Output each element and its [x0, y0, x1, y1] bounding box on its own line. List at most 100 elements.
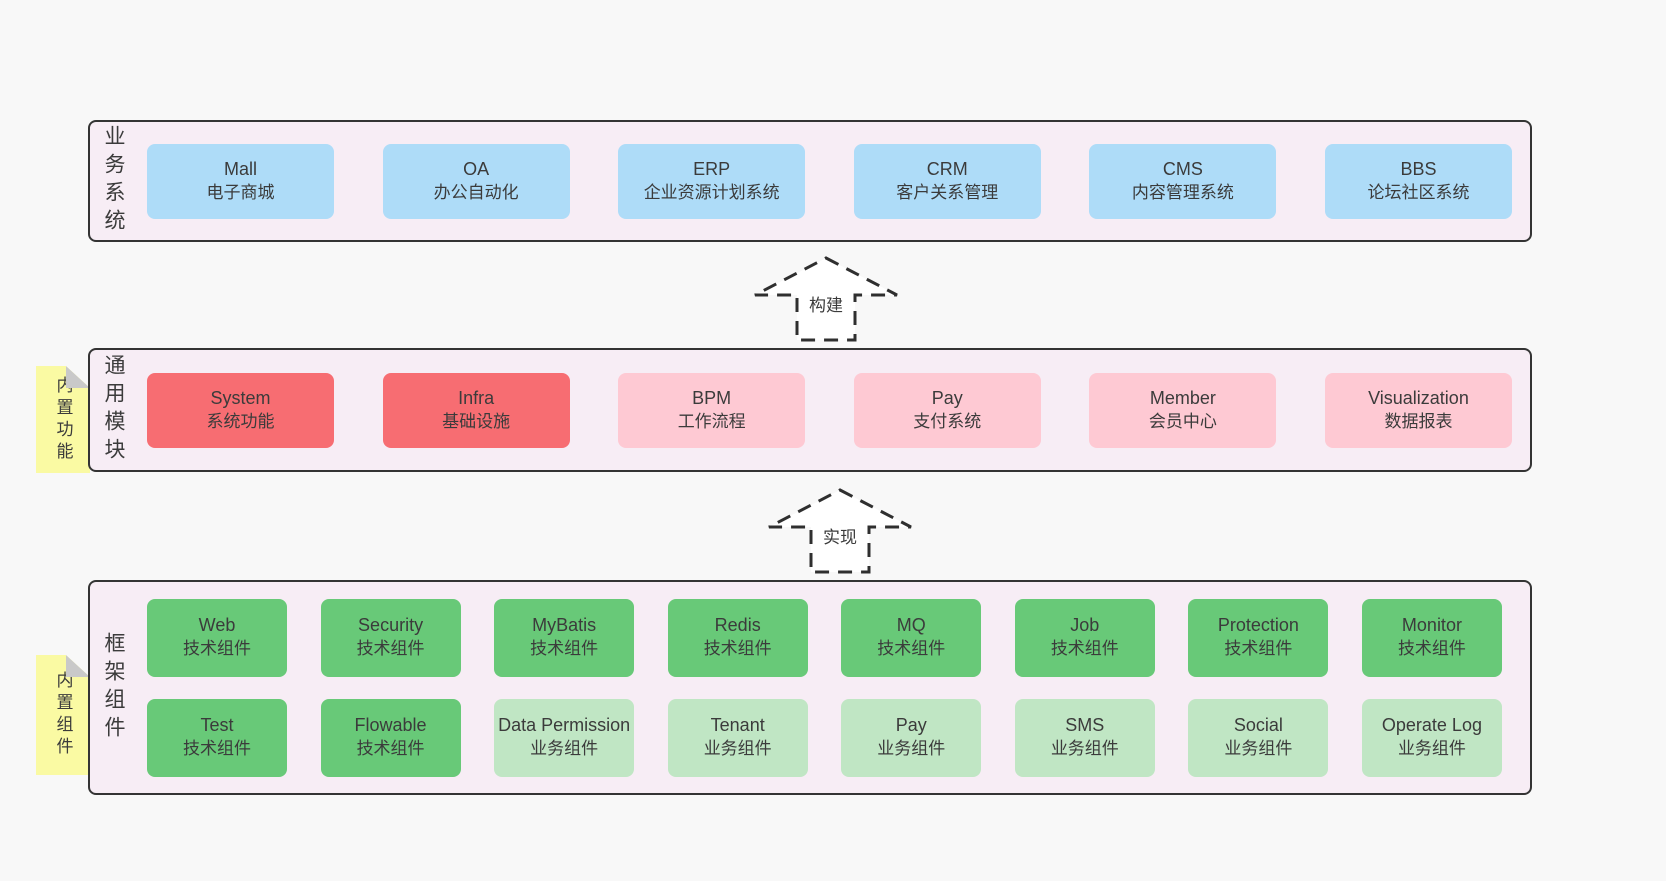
note-fold-corner	[66, 366, 90, 388]
box-subtitle: 会员中心	[1148, 411, 1217, 431]
box-subtitle: 基础设施	[442, 411, 511, 431]
box-subtitle: 技术组件	[1050, 639, 1119, 659]
box-infra: Infra 基础设施	[382, 372, 570, 448]
box-subtitle: 业务组件	[530, 739, 599, 759]
box-subtitle: 支付系统	[913, 411, 982, 431]
arrow-implement: 实现	[765, 487, 915, 575]
layer-common-modules: 通用模块 System 系统功能 Infra 基础设施 BPM 工作流程 Pay…	[88, 348, 1532, 472]
arrow-label: 构建	[807, 291, 845, 316]
box-mq: MQ 技术组件	[841, 598, 982, 677]
box-mybatis: MyBatis 技术组件	[494, 598, 635, 677]
box-protection: Protection 技术组件	[1188, 598, 1329, 677]
box-title: Operate Log	[1381, 715, 1482, 736]
box-redis: Redis 技术组件	[667, 598, 808, 677]
box-pay-business: Pay 业务组件	[841, 698, 982, 777]
layer-framework-components: 框架组件 Web 技术组件 Security 技术组件 MyBatis 技术组件…	[88, 580, 1532, 795]
box-visualization: Visualization 数据报表	[1324, 372, 1512, 448]
box-title: Job	[1070, 615, 1100, 636]
box-monitor: Monitor 技术组件	[1361, 598, 1502, 677]
box-security: Security 技术组件	[320, 598, 461, 677]
sticky-note-builtin-features: 内置功能	[36, 366, 90, 473]
box-subtitle: 技术组件	[1397, 639, 1466, 659]
box-title: Mall	[223, 158, 257, 179]
box-subtitle: 业务组件	[1397, 739, 1466, 759]
box-title: Monitor	[1401, 615, 1462, 636]
box-title: ERP	[693, 158, 731, 179]
box-bpm: BPM 工作流程	[618, 372, 806, 448]
box-subtitle: 内容管理系统	[1131, 182, 1234, 202]
box-title: Security	[358, 615, 424, 636]
arrow-build: 构建	[751, 255, 901, 343]
box-title: Redis	[714, 615, 761, 636]
box-subtitle: 技术组件	[703, 639, 772, 659]
box-subtitle: 技术组件	[183, 639, 251, 659]
box-subtitle: 技术组件	[183, 739, 251, 759]
box-subtitle: 技术组件	[1224, 639, 1293, 659]
box-title: Pay	[895, 715, 927, 736]
box-job: Job 技术组件	[1014, 598, 1155, 677]
box-sms: SMS 业务组件	[1014, 698, 1155, 777]
box-mall: Mall 电子商城	[147, 143, 334, 219]
note-text: 内置组件	[53, 671, 73, 759]
note-fold-corner	[66, 655, 90, 677]
box-test: Test 技术组件	[147, 698, 287, 777]
box-subtitle: 工作流程	[677, 411, 746, 431]
box-subtitle: 技术组件	[877, 639, 946, 659]
box-pay: Pay 支付系统	[853, 372, 1041, 448]
box-title: CRM	[926, 158, 968, 179]
box-subtitle: 论坛社区系统	[1367, 182, 1470, 202]
box-title: Social	[1233, 715, 1283, 736]
box-web: Web 技术组件	[147, 598, 287, 677]
box-cms: CMS 内容管理系统	[1089, 143, 1277, 219]
box-title: MQ	[896, 615, 926, 636]
business-systems-box-row: Mall 电子商城 OA 办公自动化 ERP 企业资源计划系统 CRM 客户关系…	[136, 122, 1530, 240]
framework-row-2: Test 技术组件 Flowable 技术组件 Data Permission …	[147, 698, 1502, 777]
framework-row-1: Web 技术组件 Security 技术组件 MyBatis 技术组件 Redi…	[147, 598, 1502, 677]
box-subtitle: 业务组件	[877, 739, 946, 759]
box-title: CMS	[1162, 158, 1203, 179]
box-flowable: Flowable 技术组件	[320, 698, 461, 777]
framework-components-rows: Web 技术组件 Security 技术组件 MyBatis 技术组件 Redi…	[136, 582, 1530, 793]
box-subtitle: 客户关系管理	[896, 182, 999, 202]
box-title: SMS	[1065, 715, 1105, 736]
layer-label-business-systems: 业务系统	[102, 125, 125, 237]
box-title: System	[210, 387, 271, 408]
box-data-permission: Data Permission 业务组件	[494, 698, 635, 777]
box-system: System 系统功能	[147, 372, 334, 448]
box-title: BBS	[1400, 158, 1437, 179]
box-title: Pay	[931, 387, 963, 408]
common-modules-box-row: System 系统功能 Infra 基础设施 BPM 工作流程 Pay 支付系统…	[136, 350, 1530, 470]
box-subtitle: 业务组件	[1050, 739, 1119, 759]
layer-business-systems: 业务系统 Mall 电子商城 OA 办公自动化 ERP 企业资源计划系统 CRM…	[88, 120, 1532, 242]
box-title: Data Permission	[498, 715, 631, 736]
box-operate-log: Operate Log 业务组件	[1361, 698, 1502, 777]
box-title: Test	[200, 715, 234, 736]
box-oa: OA 办公自动化	[382, 143, 570, 219]
note-text: 内置功能	[53, 375, 73, 464]
box-social: Social 业务组件	[1188, 698, 1329, 777]
box-subtitle: 业务组件	[1224, 739, 1293, 759]
box-subtitle: 系统功能	[206, 411, 275, 431]
box-title: Flowable	[354, 715, 427, 736]
box-erp: ERP 企业资源计划系统	[618, 143, 806, 219]
box-title: Tenant	[710, 715, 765, 736]
layer-label-common-modules: 通用模块	[102, 354, 125, 466]
box-subtitle: 业务组件	[703, 739, 772, 759]
box-title: Member	[1149, 387, 1216, 408]
layer-label-framework-components: 框架组件	[102, 631, 125, 744]
box-tenant: Tenant 业务组件	[667, 698, 808, 777]
box-subtitle: 企业资源计划系统	[643, 182, 780, 202]
box-bbs: BBS 论坛社区系统	[1324, 143, 1512, 219]
box-title: Infra	[458, 387, 495, 408]
box-subtitle: 办公自动化	[433, 182, 519, 202]
sticky-note-builtin-components: 内置组件	[36, 655, 90, 775]
arrow-label: 实现	[821, 523, 859, 548]
box-subtitle: 技术组件	[530, 639, 599, 659]
box-subtitle: 技术组件	[356, 739, 425, 759]
box-subtitle: 电子商城	[206, 182, 275, 202]
box-title: OA	[463, 158, 490, 179]
box-title: Web	[198, 615, 236, 636]
box-member: Member 会员中心	[1089, 372, 1277, 448]
box-subtitle: 技术组件	[356, 639, 425, 659]
box-title: Protection	[1217, 615, 1299, 636]
